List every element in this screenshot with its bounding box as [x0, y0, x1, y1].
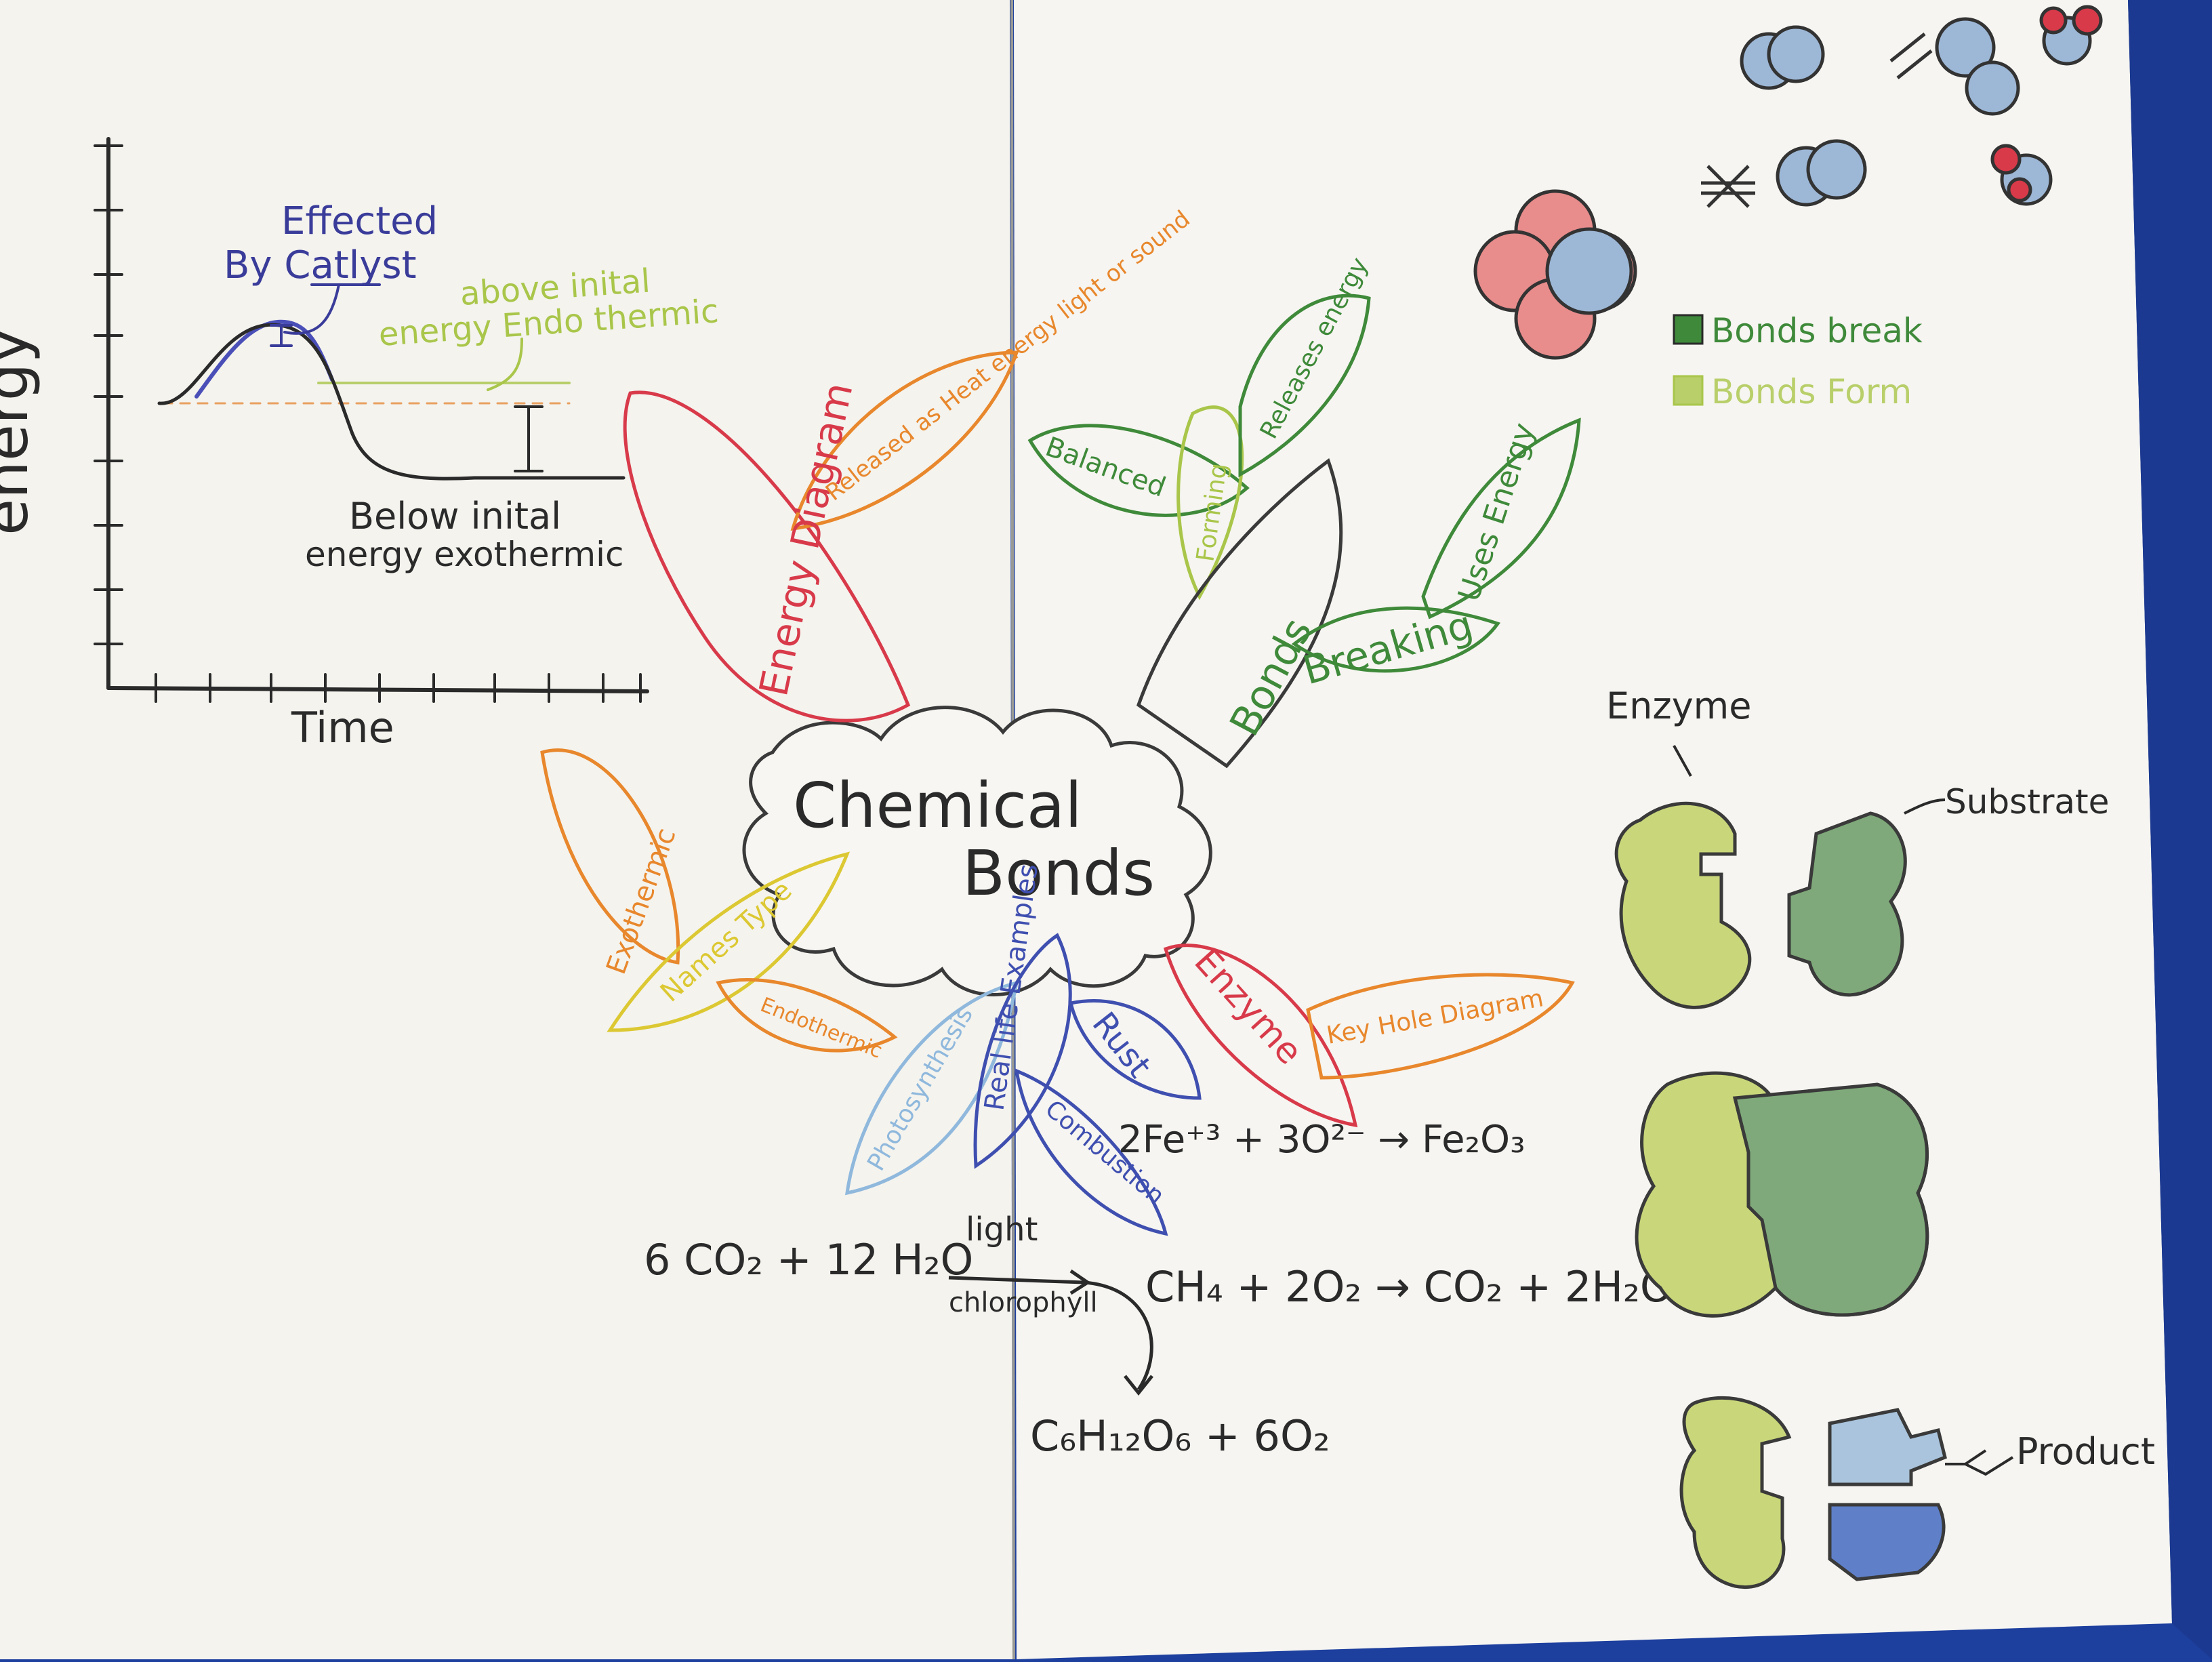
x-axis: [106, 686, 649, 693]
bond-break-swatch: [1673, 314, 1704, 345]
petal-combustion: [1014, 1068, 1168, 1236]
exothermic-note-line2: energy exothermic: [305, 535, 623, 574]
product-molecule-a: [1776, 139, 1867, 207]
petal-breaking: [1291, 606, 1501, 673]
endothermic-pointer: [487, 338, 523, 391]
petal-rust: [1068, 999, 1202, 1100]
product-molecule-c: [1935, 5, 2103, 116]
petals: [540, 293, 1581, 1236]
reactant-molecule: [1473, 189, 1637, 360]
y-axis-label: energy: [0, 327, 41, 535]
bond-break-label: Bonds break: [1711, 311, 1923, 350]
petal-names-type: [607, 851, 851, 1032]
enzyme-model: [1614, 801, 1947, 1589]
equations: 2Fe⁺³ + 3O²⁻ → Fe₂O₃ 6 CO₂ + 12 H₂O ligh…: [644, 1118, 1673, 1461]
bond-form-swatch: [1673, 375, 1704, 406]
substrate-label: Substrate: [1945, 782, 2109, 822]
bond-legend: Bonds break Bonds Form: [1673, 311, 1923, 411]
desk-shadow: [2128, 0, 2212, 1659]
enzyme-shape-top: [1614, 801, 1752, 1009]
substrate-in-complex: [1732, 1082, 1929, 1317]
equation-photosynthesis-left: 6 CO₂ + 12 H₂O: [644, 1235, 973, 1284]
central-title-line1: Chemical: [793, 769, 1082, 842]
catalyst-peak-bar: [270, 324, 293, 347]
bond-form-label: Bonds Form: [1711, 372, 1912, 411]
product-label: Product: [2016, 1430, 2155, 1473]
energy-curve: [157, 323, 626, 481]
equation-photosynthesis-product: C₆H₁₂O₆ + 6O₂: [1030, 1411, 1330, 1461]
catalyst-note-line1: Effected: [281, 199, 438, 243]
y-axis-ticks: [94, 144, 123, 645]
x-axis-label: Time: [291, 703, 394, 752]
petal-releases-energy: [1238, 293, 1371, 478]
product-shape-bottom: [1828, 1503, 1946, 1581]
petal-exothermic: [540, 748, 680, 965]
product-molecule-d: [1990, 144, 2053, 206]
catalyst-pointer: [283, 283, 340, 335]
exothermic-note-line1: Below inital: [349, 495, 561, 538]
equation-photosynthesis-over: light: [966, 1211, 1038, 1249]
substrate-shape-top: [1787, 811, 1907, 997]
energy-graph: [94, 137, 649, 703]
x-axis-ticks: [155, 673, 642, 703]
equation-rust: 2Fe⁺³ + 3O²⁻ → Fe₂O₃: [1118, 1118, 1525, 1162]
equals-symbol: [1889, 33, 1933, 79]
enzyme-shape-bottom: [1679, 1396, 1792, 1589]
cross-symbol: [1701, 165, 1755, 208]
bond-molecules: [1473, 5, 2103, 360]
equation-combustion: CH₄ + 2O₂ → CO₂ + 2H₂O: [1145, 1262, 1673, 1312]
petal-endothermic: [716, 978, 898, 1053]
left-paper-sheet: [0, 0, 1012, 1659]
central-cloud: [742, 706, 1212, 996]
petal-energy-diagram: [623, 390, 911, 723]
energy-change-bar: [514, 405, 544, 472]
enzyme-model-pointers: [1673, 745, 2014, 1476]
catalyst-curve: [194, 319, 334, 399]
enzyme-label: Enzyme: [1606, 685, 1751, 727]
catalyst-note-line2: By Catlyst: [224, 243, 417, 287]
petal-real-life-examples: [973, 933, 1072, 1169]
petal-released: [790, 350, 1019, 531]
petal-enzyme: [1163, 944, 1358, 1128]
petal-balanced: [1027, 424, 1250, 517]
central-title-line2: Bonds: [962, 837, 1155, 910]
petal-bonds: [1136, 458, 1343, 769]
petal-key-hole-diagram: [1306, 973, 1575, 1080]
petal-uses-energy: [1421, 418, 1581, 620]
photosynthesis-arrows: [948, 1269, 1153, 1396]
product-shape-top: [1828, 1408, 1947, 1486]
product-molecule-b: [1740, 25, 1825, 90]
